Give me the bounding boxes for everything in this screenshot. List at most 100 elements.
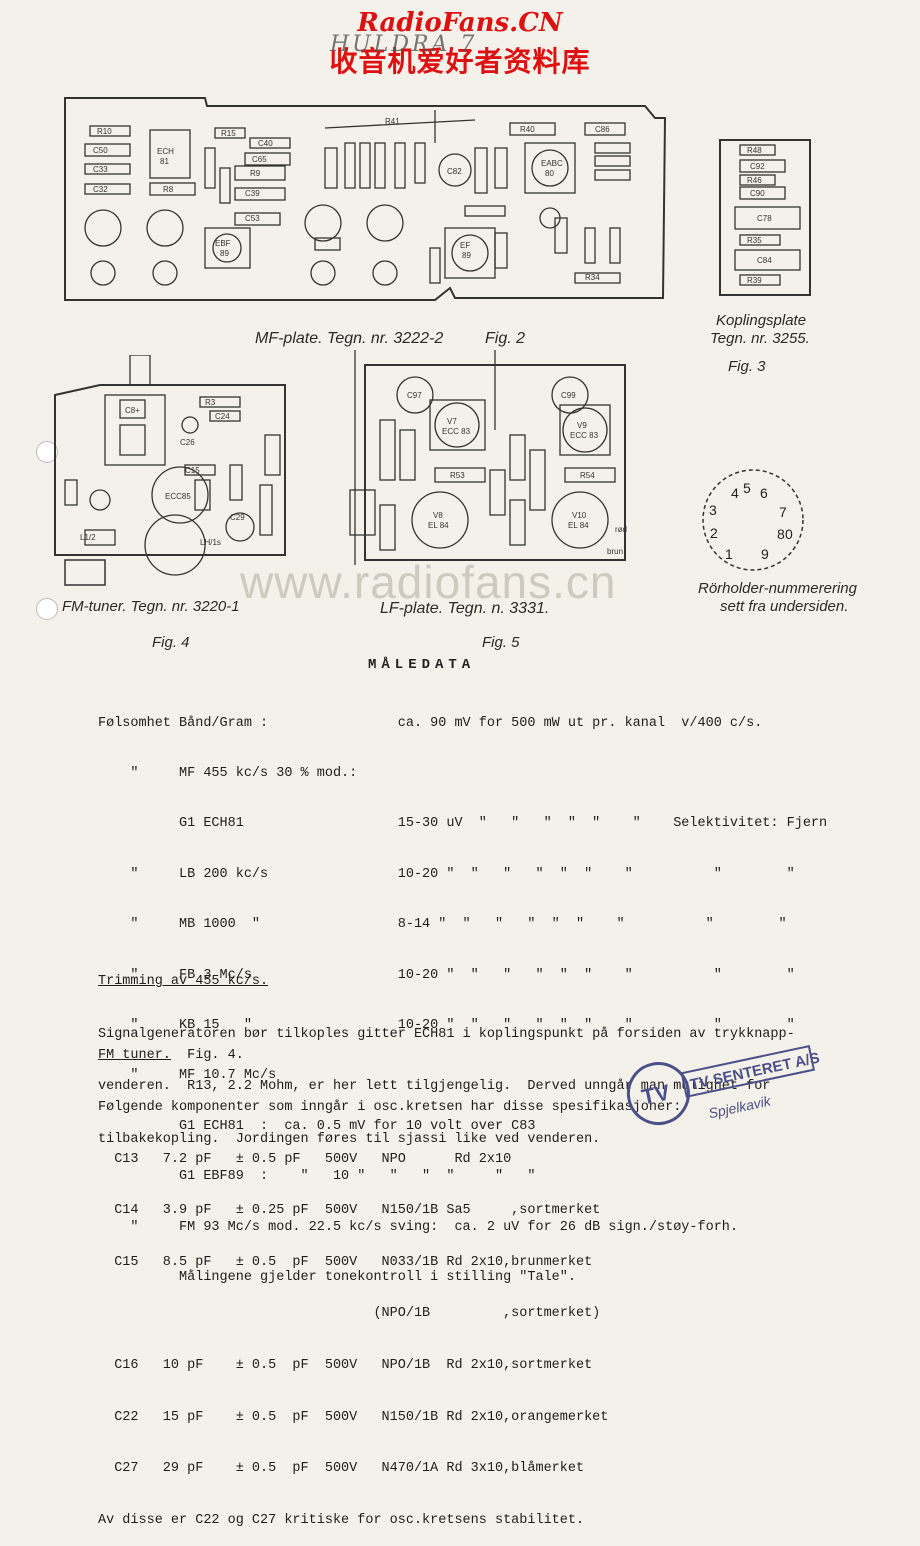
svg-text:C86: C86 xyxy=(595,125,610,134)
site-watermark-text: RadioFans.CN xyxy=(357,8,563,38)
svg-text:8: 8 xyxy=(777,526,785,542)
svg-text:EBF: EBF xyxy=(215,239,231,248)
svg-text:C39: C39 xyxy=(245,189,260,198)
svg-text:brun: brun xyxy=(607,547,623,556)
fm-tuner-intro: Følgende komponenter som inngår i osc.kr… xyxy=(98,1100,682,1116)
svg-text:C24: C24 xyxy=(215,412,230,421)
svg-text:C26: C26 xyxy=(180,438,195,447)
svg-text:0: 0 xyxy=(785,526,793,542)
fig4-label: Fig. 4 xyxy=(152,634,190,651)
svg-text:R34: R34 xyxy=(585,273,600,282)
svg-text:C99: C99 xyxy=(561,391,576,400)
fm-tuner-row: C27 29 pF ± 0.5 pF 500V N470/1A Rd 3x10,… xyxy=(98,1461,585,1477)
fm-tuner-row: (NPO/1B ,sortmerket) xyxy=(98,1306,601,1322)
svg-text:EF: EF xyxy=(460,241,470,250)
maledata-line: " FB 3 Mc/s 10-20 " " " " " " " " " xyxy=(98,967,795,983)
svg-text:R35: R35 xyxy=(747,236,762,245)
svg-text:R40: R40 xyxy=(520,125,535,134)
fm-tuner-heading-fig: Fig. 4. xyxy=(187,1048,244,1064)
svg-text:C8+: C8+ xyxy=(125,406,140,415)
svg-text:2: 2 xyxy=(710,525,718,541)
fig2-label: Fig. 2 xyxy=(485,330,526,347)
svg-text:ECC 83: ECC 83 xyxy=(570,431,599,440)
trimming-line: venderen. R13, 2.2 Mohm, er her lett til… xyxy=(98,1079,771,1094)
svg-text:9: 9 xyxy=(761,546,769,562)
svg-text:R10: R10 xyxy=(97,127,112,136)
fm-tuner-row: C14 3.9 pF ± 0.25 pF 500V N150/1B Sa5 ,s… xyxy=(98,1203,601,1219)
svg-text:7: 7 xyxy=(779,504,787,520)
svg-text:C40: C40 xyxy=(258,139,273,148)
fig4-caption: FM-tuner. Tegn. nr. 3220-1 xyxy=(62,598,240,615)
svg-text:C97: C97 xyxy=(407,391,422,400)
faint-url-watermark: www.radiofans.cn xyxy=(240,556,617,608)
maledata-line: " MF 10.7 Mc/s xyxy=(98,1068,277,1084)
trimming-heading: Trimming av 455 kc/s. xyxy=(98,974,269,989)
svg-text:89: 89 xyxy=(462,251,471,260)
maledata-line: " LB 200 kc/s 10-20 " " " " " " " " " xyxy=(98,866,795,882)
fm-tuner-block: FM tuner. Fig. 4. Følgende komponenter s… xyxy=(98,1013,681,1546)
svg-text:EL 84: EL 84 xyxy=(428,521,449,530)
svg-text:R8: R8 xyxy=(163,185,174,194)
svg-text:R15: R15 xyxy=(221,129,236,138)
svg-text:R53: R53 xyxy=(450,471,465,480)
svg-text:EL 84: EL 84 xyxy=(568,521,589,530)
fig5-label: Fig. 5 xyxy=(482,634,520,651)
svg-text:89: 89 xyxy=(220,249,229,258)
fig2-caption: MF-plate. Tegn. nr. 3222-2 xyxy=(255,330,444,347)
fm-tuner-row: C15 8.5 pF ± 0.5 pF 500V N033/1B Rd 2x10… xyxy=(98,1254,593,1270)
socket-caption-line1: Rörholder-nummerering xyxy=(698,580,857,597)
svg-text:L1/2: L1/2 xyxy=(80,533,96,542)
svg-text:1: 1 xyxy=(725,546,733,562)
svg-text:C29: C29 xyxy=(230,513,245,522)
svg-text:R9: R9 xyxy=(250,169,261,178)
svg-text:ECC 83: ECC 83 xyxy=(442,427,471,436)
maledata-line: Følsomhet Bånd/Gram : ca. 90 mV for 500 … xyxy=(98,715,763,731)
fig3-label: Fig. 3 xyxy=(728,358,766,375)
maledata-line: G1 ECH81 : ca. 0.5 mV for 10 volt over C… xyxy=(98,1118,536,1134)
fm-tuner-row: C13 7.2 pF ± 0.5 pF 500V NPO Rd 2x10 xyxy=(98,1151,512,1167)
svg-text:ECH: ECH xyxy=(157,147,174,156)
maledata-line: " MB 1000 " 8-14 " " " " " " " " " xyxy=(98,917,787,933)
svg-text:V9: V9 xyxy=(577,421,587,430)
trimming-line: Signalgeneratoren bør tilkoples gitter E… xyxy=(98,1026,795,1042)
svg-text:C82: C82 xyxy=(447,167,462,176)
svg-text:R41: R41 xyxy=(385,117,400,126)
fm-tuner-footer: Av disse er C22 og C27 kritiske for osc.… xyxy=(98,1512,585,1528)
svg-text:6: 6 xyxy=(760,485,768,501)
svg-text:C50: C50 xyxy=(93,146,108,155)
svg-text:rød: rød xyxy=(615,525,627,534)
svg-text:LH/1s: LH/1s xyxy=(200,538,221,547)
fig3-caption-line1: Koplingsplate xyxy=(716,312,807,329)
svg-text:C65: C65 xyxy=(252,155,267,164)
punch-hole xyxy=(36,441,58,463)
svg-text:80: 80 xyxy=(545,169,554,178)
svg-text:C33: C33 xyxy=(93,165,108,174)
svg-text:R54: R54 xyxy=(580,471,595,480)
fm-tuner-row: C16 10 pF ± 0.5 pF 500V NPO/1B Rd 2x10,s… xyxy=(98,1358,593,1374)
tv-senteret-stamp: TV TV SENTERET A/S Spjelkavik xyxy=(626,1045,821,1126)
svg-text:3: 3 xyxy=(709,502,717,518)
handwritten-header: HULDRA 7 xyxy=(330,32,478,57)
site-watermark-chinese: 收音机爱好者资料库 xyxy=(329,46,591,77)
socket-caption-line2: sett fra undersiden. xyxy=(720,598,849,615)
svg-text:EABC: EABC xyxy=(541,159,563,168)
svg-text:R48: R48 xyxy=(747,146,762,155)
fig5-caption: LF-plate. Tegn. n. 3331. xyxy=(380,600,550,617)
maledata-line: G1 ECH81 15-30 uV " " " " " " Selektivit… xyxy=(98,816,828,832)
svg-text:81: 81 xyxy=(160,157,169,166)
svg-text:R39: R39 xyxy=(747,276,762,285)
maledata-title: MÅLEDATA xyxy=(368,657,476,673)
svg-text:C53: C53 xyxy=(245,214,260,223)
svg-text:R46: R46 xyxy=(747,176,762,185)
svg-text:C90: C90 xyxy=(750,189,765,198)
svg-text:R3: R3 xyxy=(205,398,216,407)
svg-text:C84: C84 xyxy=(757,256,772,265)
maledata-line: " KB 15 " 10-20 " " " " " " " " " xyxy=(98,1017,795,1033)
trimming-block: Trimming av 455 kc/s. Signalgeneratoren … xyxy=(98,938,795,1166)
maledata-line: G1 EBF89 : " 10 " " " " " " xyxy=(98,1169,536,1185)
svg-text:V7: V7 xyxy=(447,417,457,426)
